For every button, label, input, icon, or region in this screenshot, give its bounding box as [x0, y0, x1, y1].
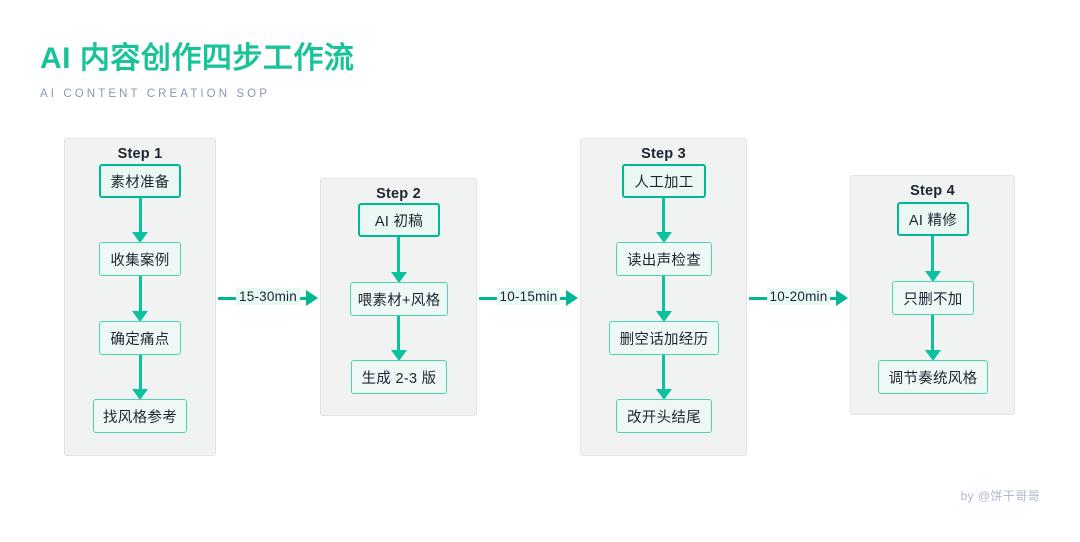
step-connector-duration-label-3: 10-20min [766, 288, 831, 305]
step-connector-duration-label-1: 15-30min [236, 288, 300, 305]
step-3-flow-line-1 [662, 198, 665, 233]
step-connector-arrow-right-icon-2 [566, 290, 578, 306]
step-2-arrow-down-icon-1 [391, 272, 407, 283]
step-4-arrow-down-icon-1 [925, 271, 941, 282]
step-connector-arrow-right-icon-1 [306, 290, 318, 306]
step-title-3: Step 3 [641, 146, 686, 162]
step-1-flow-line-1 [139, 198, 142, 233]
step-1-node-4[interactable]: 找风格参考 [93, 399, 187, 433]
step-title-1: Step 1 [117, 146, 163, 162]
step-connector-duration-label-2: 10-15min [496, 288, 561, 305]
step-1-node-3[interactable]: 确定痛点 [99, 321, 181, 355]
step-3-arrow-down-icon-2 [656, 311, 672, 322]
step-2-node-3[interactable]: 生成 2-3 版 [351, 360, 447, 394]
step-2-node-1[interactable]: AI 初稿 [358, 203, 440, 237]
header: AI 内容创作四步工作流 AI CONTENT CREATION SOP [40, 42, 354, 100]
step-2-node-2[interactable]: 喂素材+风格 [350, 282, 448, 316]
step-4-node-3[interactable]: 调节奏统风格 [878, 360, 988, 394]
page-subtitle: AI CONTENT CREATION SOP [40, 88, 270, 100]
step-2-arrow-down-icon-2 [391, 350, 407, 361]
step-3-arrow-down-icon-3 [656, 389, 672, 400]
step-4-node-1[interactable]: AI 精修 [897, 202, 969, 236]
step-1-flow-line-3 [139, 355, 142, 390]
page-title: AI 内容创作四步工作流 [40, 42, 355, 75]
step-1-flow-line-2 [139, 276, 142, 312]
step-1-node-2[interactable]: 收集案例 [99, 242, 181, 276]
step-3-flow-line-3 [662, 355, 665, 390]
step-1-arrow-down-icon-3 [132, 389, 148, 400]
step-title-2: Step 2 [376, 186, 421, 202]
step-2-flow-line-2 [397, 316, 400, 351]
step-title-4: Step 4 [910, 183, 955, 199]
step-3-node-3[interactable]: 删空话加经历 [609, 321, 719, 355]
step-3-arrow-down-icon-1 [656, 232, 672, 243]
step-4-flow-line-1 [931, 236, 934, 272]
step-3-node-2[interactable]: 读出声检查 [616, 242, 712, 276]
step-4-flow-line-2 [931, 315, 934, 351]
step-3-node-1[interactable]: 人工加工 [622, 164, 706, 198]
step-1-node-1[interactable]: 素材准备 [99, 164, 181, 198]
step-1-arrow-down-icon-2 [132, 311, 148, 322]
step-4-arrow-down-icon-2 [925, 350, 941, 361]
step-3-flow-line-2 [662, 276, 665, 312]
step-connector-arrow-right-icon-3 [836, 290, 848, 306]
step-4-node-2[interactable]: 只删不加 [892, 281, 974, 315]
step-3-node-4[interactable]: 改开头结尾 [616, 399, 712, 433]
step-1-arrow-down-icon-1 [132, 232, 148, 243]
author-credit: by @饼干哥哥 [960, 489, 1040, 503]
step-2-flow-line-1 [397, 237, 400, 273]
